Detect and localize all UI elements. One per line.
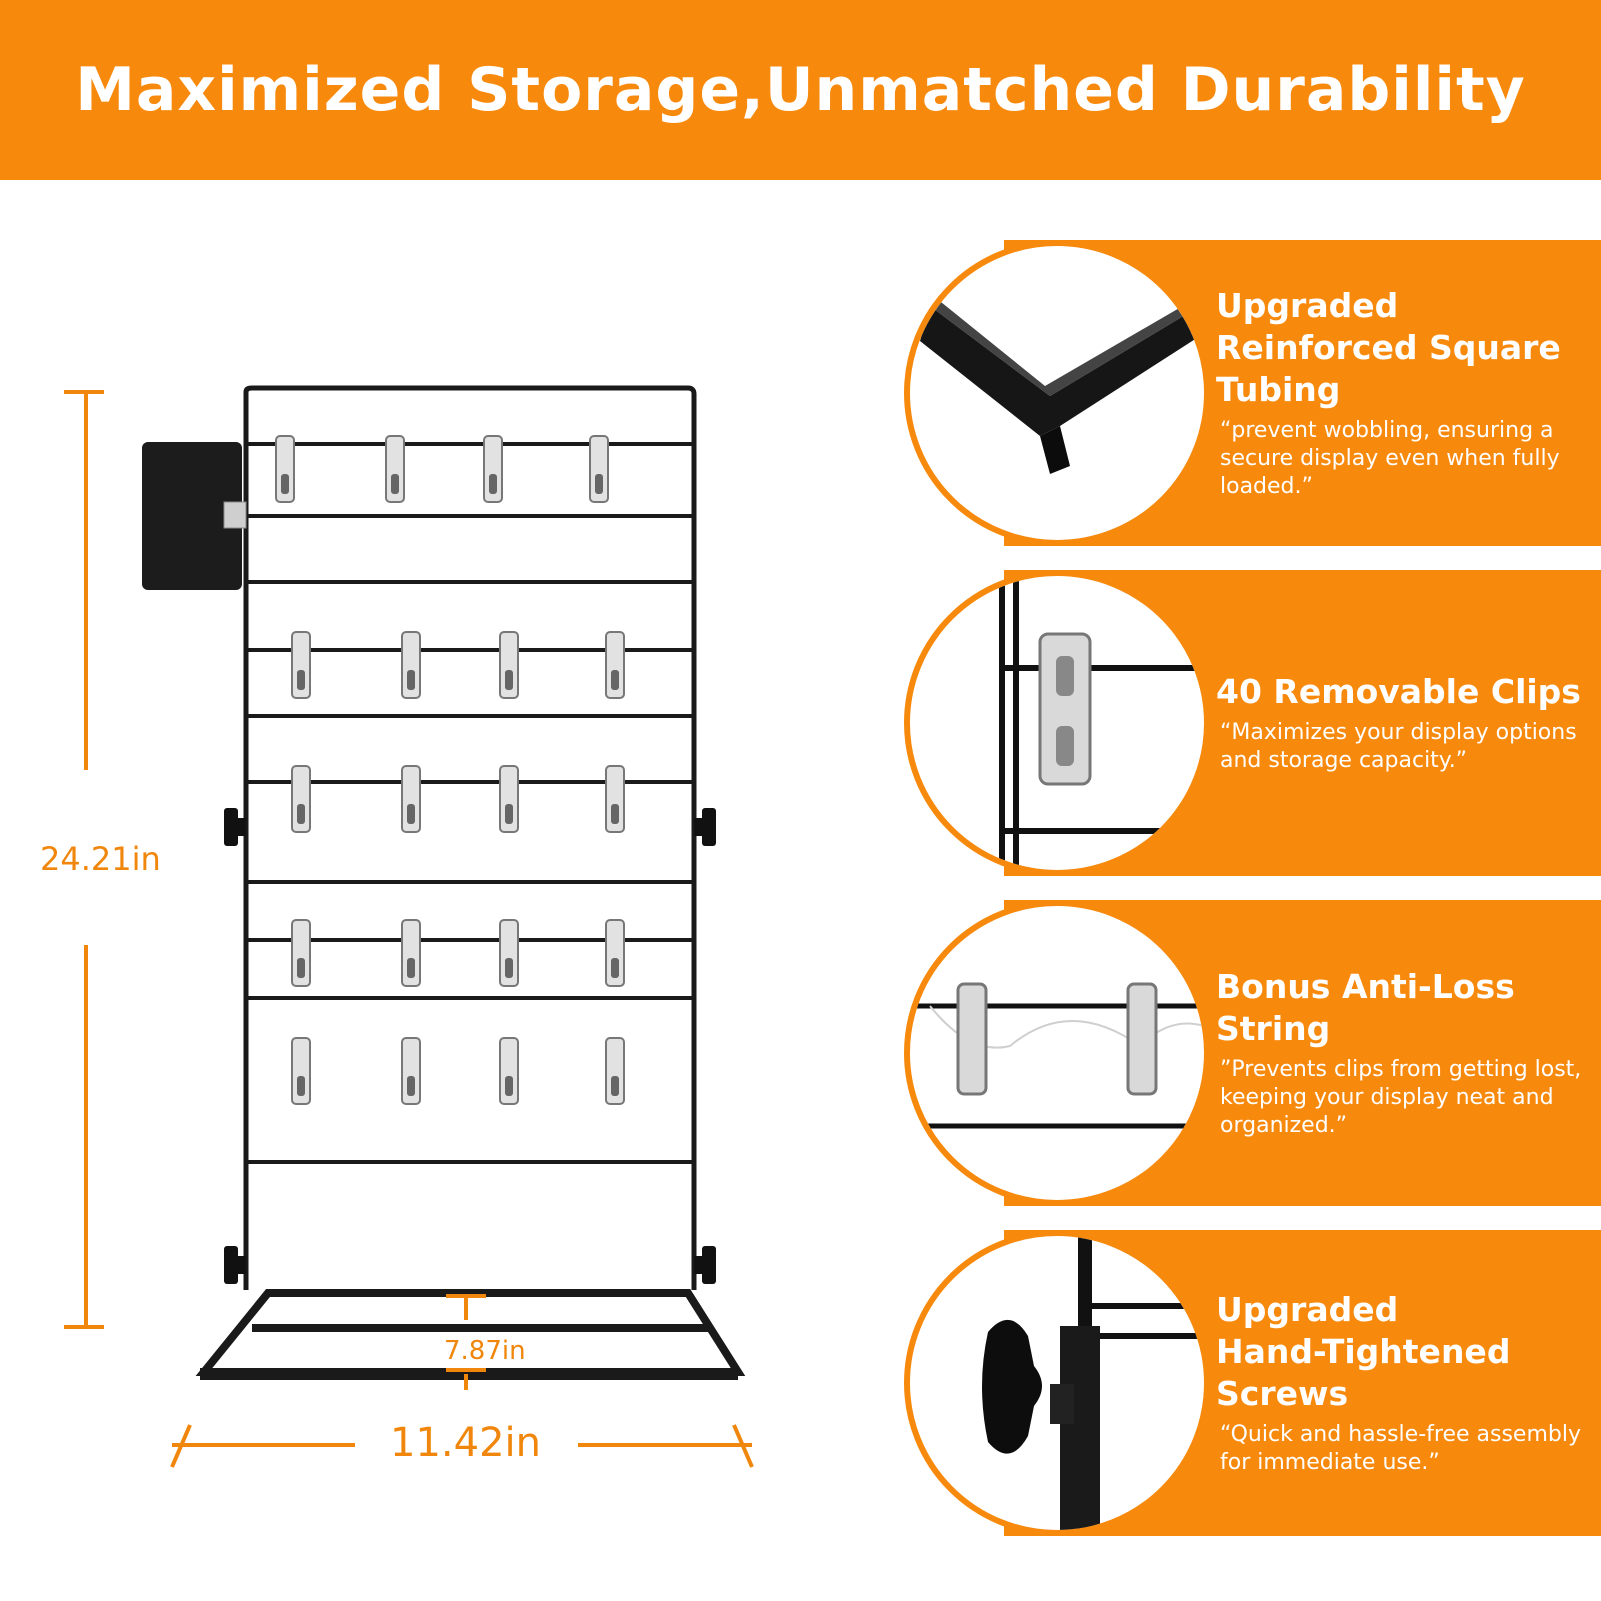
- clip-icon: [999, 576, 1204, 870]
- feature-image-circle: [904, 1230, 1210, 1536]
- clip: [499, 919, 519, 987]
- height-dimension-line: [64, 390, 104, 1329]
- feature-anti-loss-string: Bonus Anti-Loss String ”Prevents clips f…: [904, 900, 1601, 1206]
- clip: [605, 765, 625, 833]
- clip: [605, 631, 625, 699]
- feature-hand-tightened-screws: Upgraded Hand-Tightened Screws “Quick an…: [904, 1230, 1601, 1536]
- clip: [401, 765, 421, 833]
- feature-image-circle: [904, 570, 1210, 876]
- clip: [499, 1037, 519, 1105]
- feature-image-circle: [904, 240, 1210, 546]
- clip-slot: [297, 670, 305, 690]
- clip-slot: [297, 804, 305, 824]
- screw-icon: [982, 1236, 1204, 1530]
- clip: [483, 435, 503, 503]
- clip: [275, 435, 295, 503]
- page-title: Maximized Storage,Unmatched Durability: [75, 55, 1526, 125]
- clip-slot: [611, 804, 619, 824]
- rack-frame: [243, 385, 697, 1290]
- feature-text: Upgraded Hand-Tightened Screws “Quick an…: [1216, 1230, 1601, 1536]
- clip: [605, 919, 625, 987]
- clip-slot: [505, 958, 513, 978]
- feature-square-tubing: Upgraded Reinforced Square Tubing “preve…: [904, 240, 1601, 546]
- feature-image-circle: [904, 900, 1210, 1206]
- depth-label: 7.87in: [444, 1336, 526, 1366]
- side-knobs: [224, 808, 716, 1284]
- feature-title: Upgraded Reinforced Square Tubing: [1216, 286, 1561, 409]
- feature-clips: 40 Removable Clips “Maximizes your displ…: [904, 570, 1601, 876]
- clip: [291, 919, 311, 987]
- clip: [291, 765, 311, 833]
- feature-text: Bonus Anti-Loss String ”Prevents clips f…: [1216, 900, 1601, 1206]
- clip: [401, 631, 421, 699]
- feature-description: “prevent wobbling, ensuring a secure dis…: [1220, 418, 1560, 499]
- height-label: 24.21in: [40, 840, 161, 878]
- clip-slot: [611, 670, 619, 690]
- depth-dimension-line: [446, 1294, 486, 1390]
- clip-slot: [407, 670, 415, 690]
- clip-slot: [281, 474, 289, 494]
- width-dimension-line: [170, 1424, 754, 1468]
- clip-slot: [297, 1076, 305, 1096]
- clip-slot: [297, 958, 305, 978]
- clip-slot: [505, 1076, 513, 1096]
- clip-slot: [489, 474, 497, 494]
- clip: [499, 765, 519, 833]
- clip-slot: [391, 474, 399, 494]
- clip-slot: [407, 804, 415, 824]
- clip: [291, 1037, 311, 1105]
- clip: [401, 919, 421, 987]
- header-banner: Maximized Storage,Unmatched Durability: [0, 0, 1601, 180]
- display-rack-drawing: [64, 385, 754, 1468]
- square-tubing-icon: [920, 296, 1200, 474]
- clip-slot: [611, 1076, 619, 1096]
- clip: [605, 1037, 625, 1105]
- feature-description: “Maximizes your display options and stor…: [1220, 720, 1577, 773]
- clip: [291, 631, 311, 699]
- clip-slot: [407, 958, 415, 978]
- clip-slot: [505, 804, 513, 824]
- feature-text: 40 Removable Clips “Maximizes your displ…: [1216, 570, 1601, 876]
- rack-bars: [246, 442, 694, 1164]
- feature-description: “Quick and hassle-free assembly for imme…: [1220, 1422, 1581, 1475]
- clip: [589, 435, 609, 503]
- clip: [401, 1037, 421, 1105]
- string-icon: [910, 982, 1204, 1129]
- feature-description: ”Prevents clips from getting lost, keepi…: [1220, 1057, 1582, 1138]
- rack-clips: [275, 435, 625, 1105]
- sign-holder: [223, 501, 247, 529]
- width-label: 11.42in: [390, 1420, 541, 1466]
- clip: [385, 435, 405, 503]
- clip-slot: [407, 1076, 415, 1096]
- clip-slot: [611, 958, 619, 978]
- clip: [499, 631, 519, 699]
- feature-text: Upgraded Reinforced Square Tubing “preve…: [1216, 240, 1601, 546]
- product-illustration: 24.21in 11.42in 7.87in: [0, 180, 860, 1601]
- feature-title: Upgraded Hand-Tightened Screws: [1216, 1290, 1511, 1413]
- clip-slot: [505, 670, 513, 690]
- feature-title: 40 Removable Clips: [1216, 672, 1581, 711]
- feature-title: Bonus Anti-Loss String: [1216, 967, 1515, 1048]
- clip-slot: [595, 474, 603, 494]
- sign-board: [142, 442, 242, 590]
